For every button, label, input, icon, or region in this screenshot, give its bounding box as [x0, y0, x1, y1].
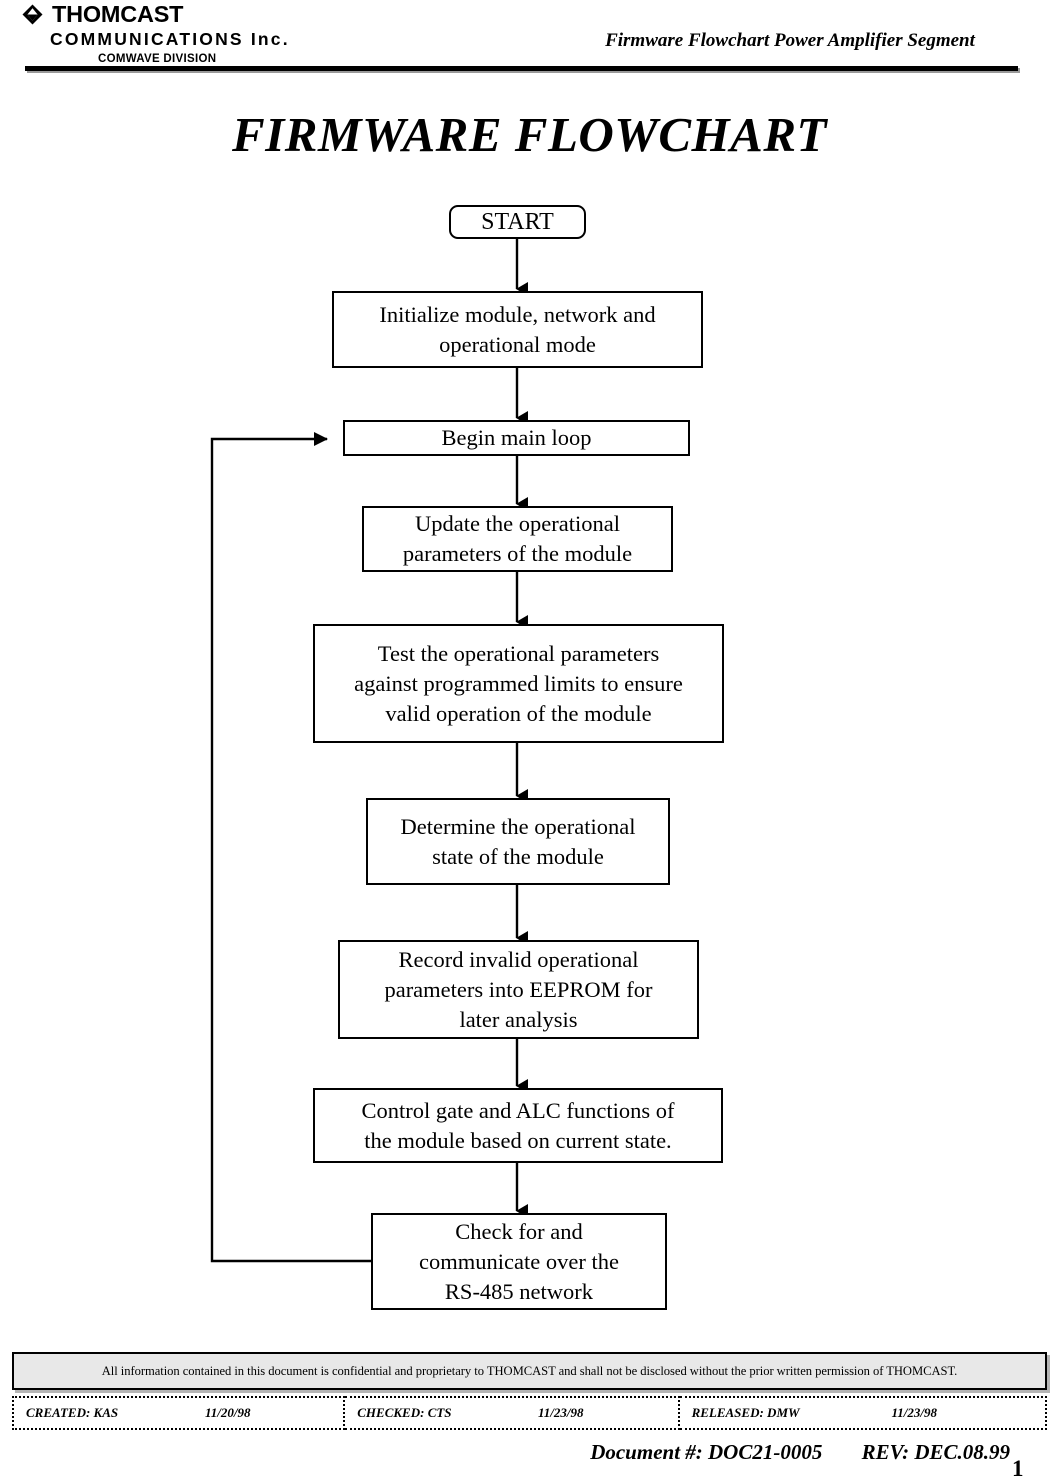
signoff-cell-checked: CHECKED: CTS 11/23/98: [345, 1396, 680, 1430]
signoff-row: CREATED: KAS 11/20/98 CHECKED: CTS 11/23…: [12, 1396, 1047, 1430]
document-revision: REV: DEC.08.99: [861, 1440, 1010, 1464]
page-number: 1: [1012, 1456, 1024, 1481]
company-logo: THOMCAST COMMUNICATIONS Inc. COMWAVE DIV…: [22, 2, 442, 65]
edge-check-loop-back-to-beginloop: [210, 432, 371, 1263]
flow-node-begin-main-loop[interactable]: Begin main loop: [343, 420, 690, 456]
signoff-checked-date: 11/23/98: [537, 1405, 584, 1420]
header-rule: [25, 66, 1018, 71]
signoff-released-date: 11/23/98: [891, 1405, 938, 1420]
page-header: THOMCAST COMMUNICATIONS Inc. COMWAVE DIV…: [0, 0, 1059, 80]
header-document-title: Firmware Flowchart Power Amplifier Segme…: [605, 30, 975, 51]
confidentiality-text: All information contained in this docume…: [101, 1363, 958, 1378]
flow-node-determine-state-label: Determine the operational state of the m…: [400, 813, 636, 869]
flow-node-test-parameters[interactable]: Test the operational parameters against …: [313, 624, 724, 743]
flowchart-connectors: [210, 239, 528, 1263]
flow-node-update-parameters-label: Update the operational parameters of the…: [402, 511, 633, 566]
signoff-cell-released: RELEASED: DMW 11/23/98: [679, 1396, 1047, 1430]
flow-node-start[interactable]: START: [449, 205, 586, 239]
flow-node-control-gate-alc-label: Control gate and ALC functions of the mo…: [361, 1097, 675, 1153]
flow-node-control-gate-alc[interactable]: Control gate and ALC functions of the mo…: [313, 1088, 723, 1163]
signoff-created-date: 11/20/98: [204, 1405, 251, 1420]
flow-node-check-network[interactable]: Check for and communicate over the RS-48…: [371, 1213, 667, 1310]
signoff-released-label: RELEASED: DMW: [691, 1405, 800, 1420]
confidentiality-banner: All information contained in this docume…: [12, 1352, 1047, 1390]
document-number: Document #: DOC21-0005: [590, 1440, 823, 1464]
flowchart-diagram: START Initialize module, network and ope…: [210, 205, 724, 1310]
flow-node-begin-main-loop-label: Begin main loop: [441, 425, 592, 450]
diamond-logo-icon: [22, 4, 43, 25]
flow-node-initialize[interactable]: Initialize module, network and operation…: [332, 291, 703, 368]
document-reference-line: Document #: DOC21-0005 REV: DEC.08.99: [0, 1440, 1010, 1465]
logo-primary-row: THOMCAST: [22, 2, 442, 26]
flow-node-record-eeprom-label: Record invalid operational parameters in…: [384, 946, 653, 1032]
flow-node-start-label: START: [481, 209, 554, 235]
page-title: FIRMWARE FLOWCHART: [232, 107, 827, 162]
flow-node-determine-state[interactable]: Determine the operational state of the m…: [366, 798, 670, 885]
flow-node-check-network-label: Check for and communicate over the RS-48…: [419, 1218, 619, 1304]
flow-node-record-eeprom[interactable]: Record invalid operational parameters in…: [338, 940, 699, 1039]
flow-node-update-parameters[interactable]: Update the operational parameters of the…: [362, 506, 673, 572]
logo-text-thomcast: THOMCAST: [52, 0, 184, 27]
signoff-created-label: CREATED: KAS: [26, 1405, 119, 1420]
signoff-checked-label: CHECKED: CTS: [357, 1405, 452, 1420]
signoff-cell-created: CREATED: KAS 11/20/98: [12, 1396, 346, 1430]
logo-text-communications: COMMUNICATIONS Inc.: [50, 29, 290, 49]
flow-node-initialize-label: Initialize module, network and operation…: [379, 301, 656, 357]
logo-text-division: COMWAVE DIVISION: [98, 53, 217, 65]
flow-node-test-parameters-label: Test the operational parameters against …: [354, 640, 683, 726]
